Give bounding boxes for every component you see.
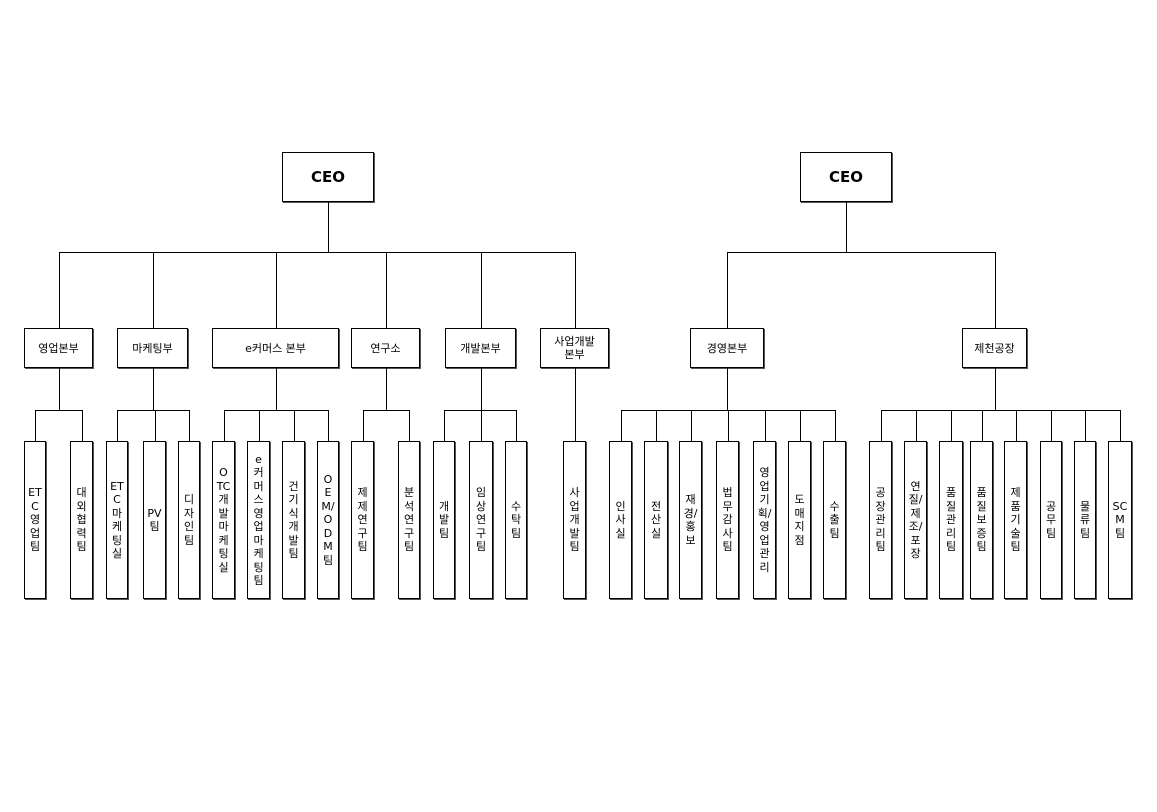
connector-line — [481, 410, 482, 442]
connector-line — [259, 410, 260, 442]
team-box: 건기식개발팀 — [282, 441, 305, 599]
connector-line — [155, 410, 156, 442]
team-box: 공장관리팀 — [869, 441, 892, 599]
connector-line — [363, 410, 410, 411]
connector-line — [728, 410, 729, 442]
team-box: PV팀 — [143, 441, 166, 599]
team-box: ETC마케팅실 — [106, 441, 128, 599]
connector-line — [35, 410, 83, 411]
ceo-box: CEO — [800, 152, 892, 202]
team-box: 제품기술팀 — [1004, 441, 1027, 599]
connector-line — [575, 368, 576, 442]
team-box: 품질보증팀 — [970, 441, 993, 599]
connector-line — [117, 410, 118, 442]
team-box: SCM팀 — [1108, 441, 1132, 599]
team-box: ETC영업팀 — [24, 441, 46, 599]
connector-line — [189, 410, 190, 442]
team-box: OTC개발마케팅실 — [212, 441, 235, 599]
connector-line — [846, 202, 847, 253]
team-box: 디자인팀 — [178, 441, 200, 599]
team-box: 임상연구팀 — [469, 441, 493, 599]
connector-line — [224, 410, 225, 442]
connector-line — [59, 368, 60, 411]
connector-line — [516, 410, 517, 442]
connector-line — [82, 410, 83, 442]
connector-line — [153, 252, 154, 329]
connector-line — [328, 202, 329, 253]
connector-line — [59, 252, 60, 329]
connector-line — [35, 410, 36, 442]
connector-line — [727, 368, 728, 411]
department-box: 사업개발 본부 — [540, 328, 609, 368]
department-box: 연구소 — [351, 328, 420, 368]
connector-line — [727, 252, 728, 329]
team-box: 사업개발팀 — [563, 441, 586, 599]
connector-line — [481, 368, 482, 411]
connector-line — [328, 410, 329, 442]
team-box: 재경/홍보 — [679, 441, 702, 599]
connector-line — [276, 252, 277, 329]
team-box: 물류팀 — [1074, 441, 1096, 599]
team-box: 도매지점 — [788, 441, 811, 599]
department-box: 경영본부 — [690, 328, 764, 368]
connector-line — [224, 410, 329, 411]
department-box: 제천공장 — [962, 328, 1027, 368]
connector-line — [916, 410, 917, 442]
connector-line — [444, 410, 445, 442]
connector-line — [386, 252, 387, 329]
team-box: 품질관리팀 — [939, 441, 963, 599]
connector-line — [995, 252, 996, 329]
connector-line — [691, 410, 692, 442]
team-box: 수탁팀 — [505, 441, 527, 599]
team-box: 연질/제조/포장 — [904, 441, 927, 599]
department-box: 영업본부 — [24, 328, 93, 368]
connector-line — [1085, 410, 1086, 442]
team-box: 분석연구팀 — [398, 441, 420, 599]
connector-line — [1016, 410, 1017, 442]
team-box: 제제연구팀 — [351, 441, 374, 599]
team-box: 공무팀 — [1040, 441, 1062, 599]
connector-line — [881, 410, 882, 442]
team-box: OEM/ODM팀 — [317, 441, 339, 599]
team-box: 법무감사팀 — [716, 441, 739, 599]
connector-line — [153, 368, 154, 411]
connector-line — [800, 410, 801, 442]
connector-line — [409, 410, 410, 442]
team-box: 영업기획/영업관리 — [753, 441, 776, 599]
connector-line — [444, 410, 517, 411]
connector-line — [575, 252, 576, 329]
team-box: e커머스영업마케팅팀 — [247, 441, 270, 599]
team-box: 전산실 — [644, 441, 668, 599]
department-box: e커머스 본부 — [212, 328, 339, 368]
department-box: 개발본부 — [445, 328, 516, 368]
connector-line — [1051, 410, 1052, 442]
team-box: 개발팀 — [433, 441, 455, 599]
connector-line — [995, 368, 996, 411]
connector-line — [835, 410, 836, 442]
team-box: 인사실 — [609, 441, 632, 599]
connector-line — [951, 410, 952, 442]
connector-line — [386, 368, 387, 411]
connector-line — [363, 410, 364, 442]
connector-line — [765, 410, 766, 442]
department-box: 마케팅부 — [117, 328, 188, 368]
connector-line — [294, 410, 295, 442]
connector-line — [727, 252, 996, 253]
connector-line — [656, 410, 657, 442]
connector-line — [621, 410, 622, 442]
connector-line — [982, 410, 983, 442]
connector-line — [1120, 410, 1121, 442]
connector-line — [276, 368, 277, 411]
ceo-box: CEO — [282, 152, 374, 202]
connector-line — [481, 252, 482, 329]
team-box: 대외협력팀 — [70, 441, 93, 599]
team-box: 수출팀 — [823, 441, 846, 599]
connector-line — [881, 410, 1121, 411]
connector-line — [117, 410, 190, 411]
connector-line — [59, 252, 576, 253]
